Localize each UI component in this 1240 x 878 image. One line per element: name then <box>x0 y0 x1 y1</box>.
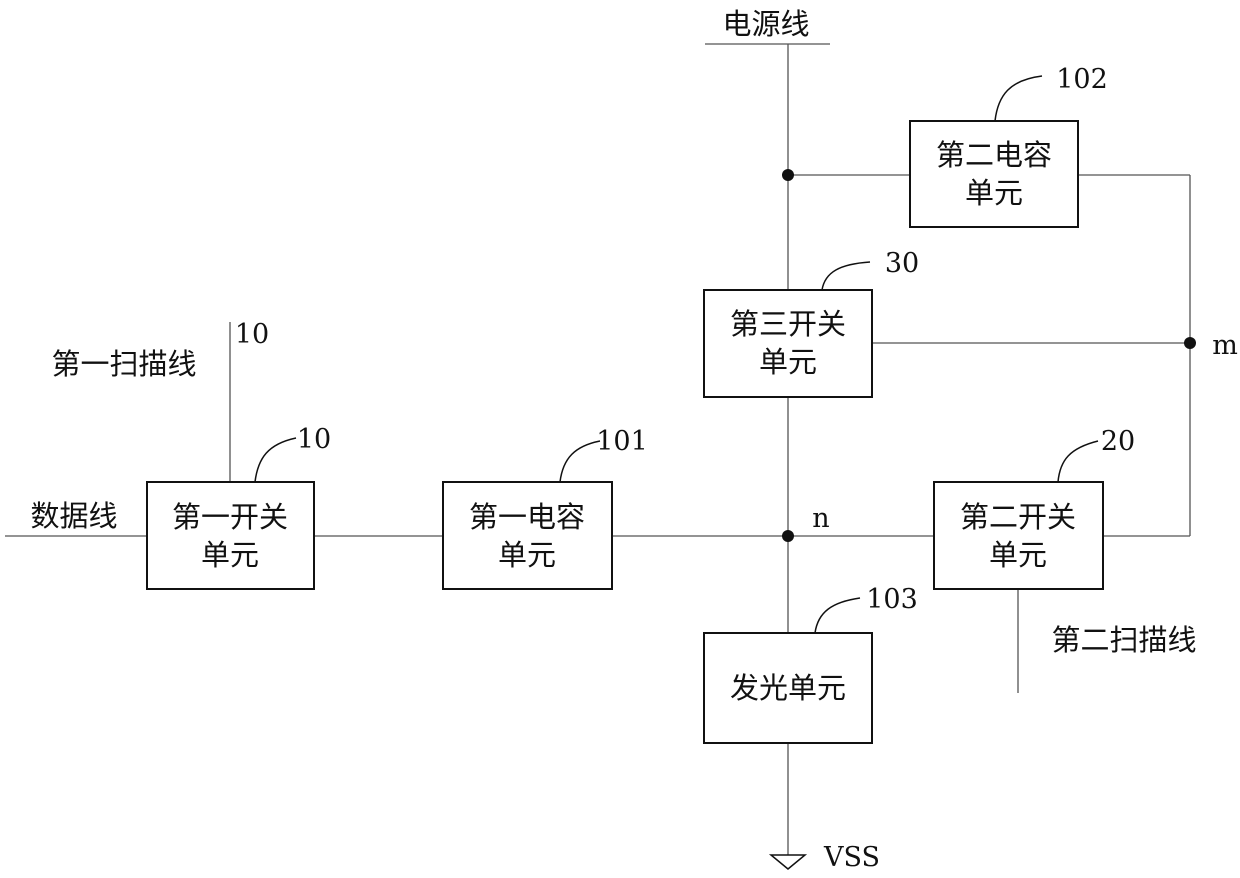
first-capacitor-box <box>443 482 612 589</box>
node-n-label: n <box>812 503 829 534</box>
leader-102 <box>995 76 1042 121</box>
ground-icon <box>771 855 805 869</box>
power-line-label: 电源线 <box>722 7 809 41</box>
ref-second-switch: 20 <box>1101 426 1135 457</box>
leader-103 <box>815 598 860 633</box>
second-switch-box <box>934 482 1103 589</box>
ref-first-switch: 10 <box>297 424 331 455</box>
first-capacitor-line2: 单元 <box>498 538 556 572</box>
second-capacitor-line1: 第二电容 <box>936 138 1052 172</box>
leader-10 <box>255 438 296 482</box>
vss-label: VSS <box>823 842 880 873</box>
leader-20 <box>1058 441 1098 482</box>
junction-m <box>1184 337 1196 349</box>
leader-30 <box>822 262 870 290</box>
leader-101 <box>560 441 600 482</box>
first-switch-line1: 第一开关 <box>172 500 288 534</box>
second-capacitor-line2: 单元 <box>965 176 1023 210</box>
junction-n <box>782 530 794 542</box>
second-switch-line2: 单元 <box>989 538 1047 572</box>
second-switch-line1: 第二开关 <box>960 500 1076 534</box>
third-switch-line1: 第三开关 <box>730 307 846 341</box>
ref-second-capacitor: 102 <box>1056 64 1108 95</box>
ref-first-capacitor: 101 <box>596 426 648 457</box>
first-switch-box <box>147 482 314 589</box>
first-scan-line-ref: 10 <box>235 319 269 350</box>
ref-light-emitting: 103 <box>866 584 918 615</box>
junction-top <box>782 169 794 181</box>
data-line-label: 数据线 <box>30 499 117 533</box>
third-switch-line2: 单元 <box>759 345 817 379</box>
light-emitting-line1: 发光单元 <box>730 671 846 705</box>
first-capacitor-line1: 第一电容 <box>469 500 585 534</box>
first-switch-line2: 单元 <box>201 538 259 572</box>
second-scan-line-label: 第二扫描线 <box>1051 623 1196 657</box>
ref-third-switch: 30 <box>885 248 919 279</box>
first-scan-line-label: 第一扫描线 <box>51 347 196 381</box>
second-capacitor-box <box>910 121 1078 227</box>
node-m-label: m <box>1212 330 1238 361</box>
